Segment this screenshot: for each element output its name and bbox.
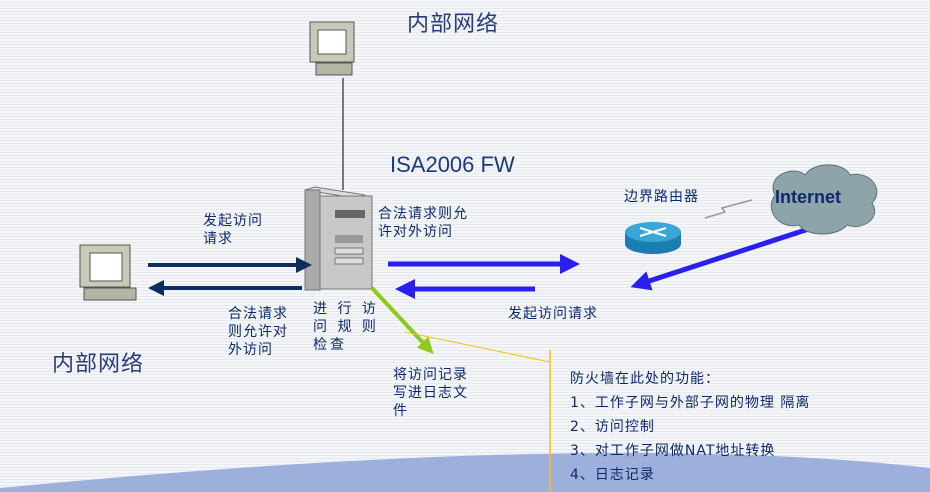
background-arc bbox=[0, 452, 930, 492]
internet-label: Internet bbox=[775, 187, 842, 207]
initiate-request-right-label: 发起访问请求 bbox=[508, 306, 598, 322]
function-item: 3、对工作子网做NAT地址转换 bbox=[570, 443, 776, 459]
router-icon bbox=[625, 222, 681, 254]
callout-line bbox=[404, 331, 551, 363]
log-label: 将访问记录 写进日志文 件 bbox=[393, 367, 468, 419]
firewall-label: ISA2006 FW bbox=[390, 152, 515, 177]
function-item: 1、工作子网与外部子网的物理 隔离 bbox=[570, 395, 811, 411]
rule-check-label: 进 行 访 问 规 则 检查 bbox=[313, 301, 379, 353]
server-icon bbox=[304, 186, 373, 291]
initiate-request-left-label: 发起访问 请求 bbox=[203, 213, 263, 247]
internal-network-top-label: 内部网络 bbox=[407, 12, 500, 37]
allow-right-label: 合法请求则允 许对外访问 bbox=[378, 206, 468, 240]
function-item: 4、日志记录 bbox=[570, 467, 655, 483]
log-arrow bbox=[370, 286, 434, 354]
internal-network-left-label: 内部网络 bbox=[52, 352, 145, 377]
computer-icon-left bbox=[79, 244, 137, 301]
functions-title: 防火墙在此处的功能： bbox=[570, 371, 720, 387]
computer-icon-top bbox=[309, 21, 355, 76]
firewall-functions: 防火墙在此处的功能： 1、工作子网与外部子网的物理 隔离 2、访问控制 3、对工… bbox=[570, 367, 810, 487]
wan-link-icon bbox=[704, 199, 753, 219]
allow-left-label: 合法请求 则允许对 外访问 bbox=[228, 306, 288, 358]
internet-cloud-icon bbox=[770, 164, 878, 235]
router-label: 边界路由器 bbox=[624, 189, 699, 205]
internet-arrow bbox=[630, 219, 831, 291]
function-item: 2、访问控制 bbox=[570, 419, 655, 435]
